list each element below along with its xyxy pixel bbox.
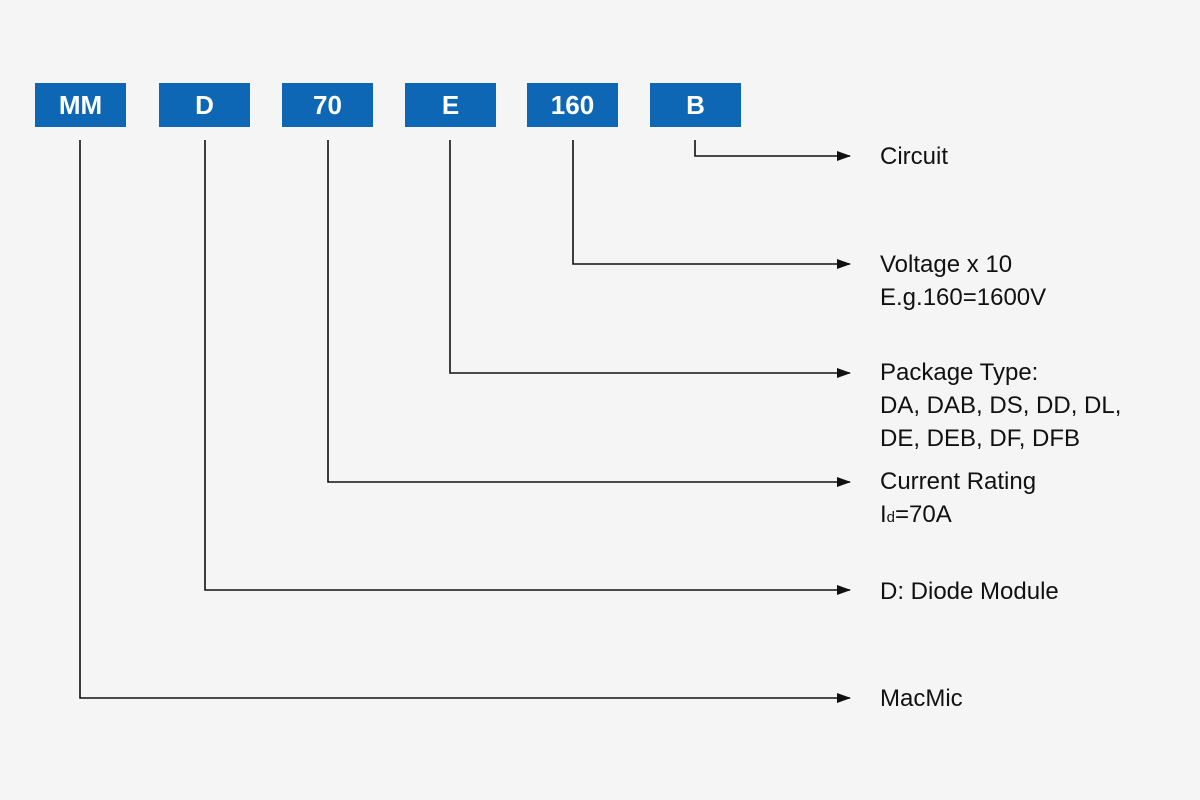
desc-package: Package Type: DA, DAB, DS, DD, DL, DE, D…: [880, 356, 1121, 455]
code-box-voltage: 160: [527, 83, 618, 127]
connector-voltage: [572, 140, 851, 269]
desc-module: D: Diode Module: [880, 575, 1059, 608]
current-example: Id=70A: [880, 498, 1036, 534]
package-label: Package Type:: [880, 359, 1039, 386]
desc-brand: MacMic: [880, 682, 963, 715]
code-box-manufacturer: MM: [35, 83, 126, 127]
code-box-package: E: [405, 83, 496, 127]
circuit-label: Circuit: [880, 143, 949, 170]
connector-current: [327, 140, 851, 487]
desc-circuit: Circuit: [880, 140, 948, 173]
code-box-circuit: B: [650, 83, 741, 127]
connector-brand: [79, 140, 851, 703]
current-symbol: I: [880, 501, 887, 528]
current-subscript: d: [886, 509, 896, 526]
connector-module: [204, 140, 851, 595]
code-box-current: 70: [282, 83, 373, 127]
current-label: Current Rating: [880, 468, 1037, 495]
current-value: =70A: [895, 501, 952, 528]
desc-voltage: Voltage x 10 E.g.160=1600V: [880, 248, 1046, 314]
package-types-line1: DA, DAB, DS, DD, DL,: [880, 392, 1122, 419]
desc-current: Current Rating Id=70A: [880, 465, 1036, 534]
connector-circuit: [694, 140, 851, 161]
package-types-line2: DE, DEB, DF, DFB: [880, 425, 1081, 452]
module-label: D: Diode Module: [880, 578, 1059, 605]
connector-package: [449, 140, 851, 378]
brand-label: MacMic: [880, 685, 963, 712]
voltage-label: Voltage x 10: [880, 251, 1013, 278]
voltage-example: E.g.160=1600V: [880, 284, 1047, 311]
code-box-device-type: D: [159, 83, 250, 127]
